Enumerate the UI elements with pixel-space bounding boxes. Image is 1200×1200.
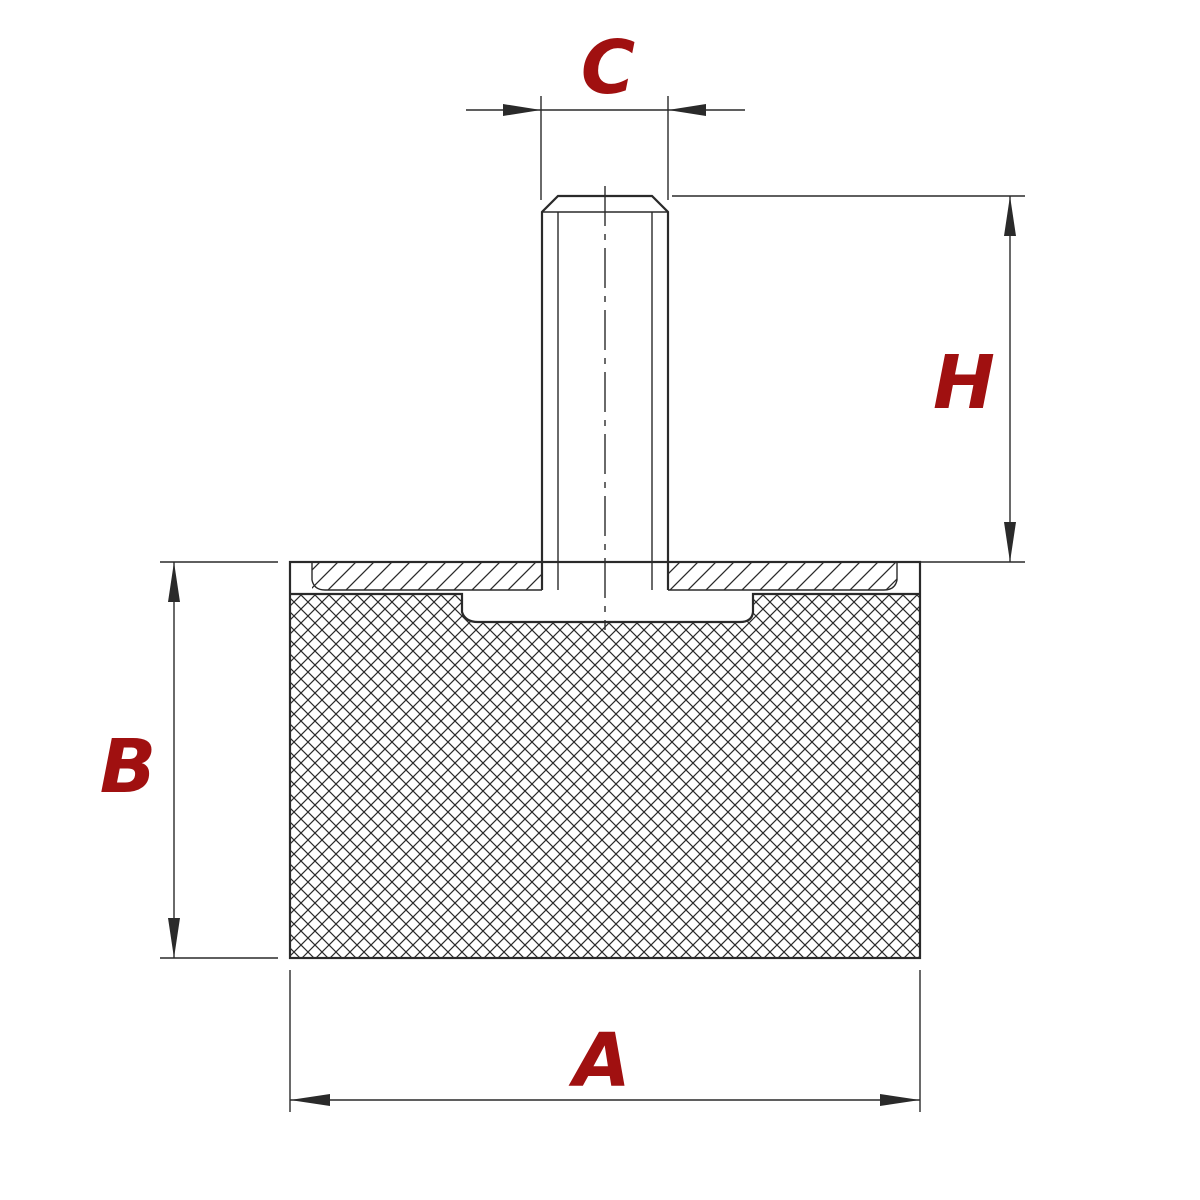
label-h: H: [933, 340, 995, 426]
label-c: C: [581, 25, 635, 111]
metal-base-plate: [311, 562, 898, 591]
rubber-body: [290, 592, 920, 958]
dimension-a: [289, 970, 921, 1112]
label-a: A: [568, 1018, 630, 1104]
label-b: B: [100, 724, 156, 810]
dimension-b: [160, 561, 278, 959]
dimension-h: [672, 195, 1025, 563]
dimension-c: [466, 96, 745, 200]
